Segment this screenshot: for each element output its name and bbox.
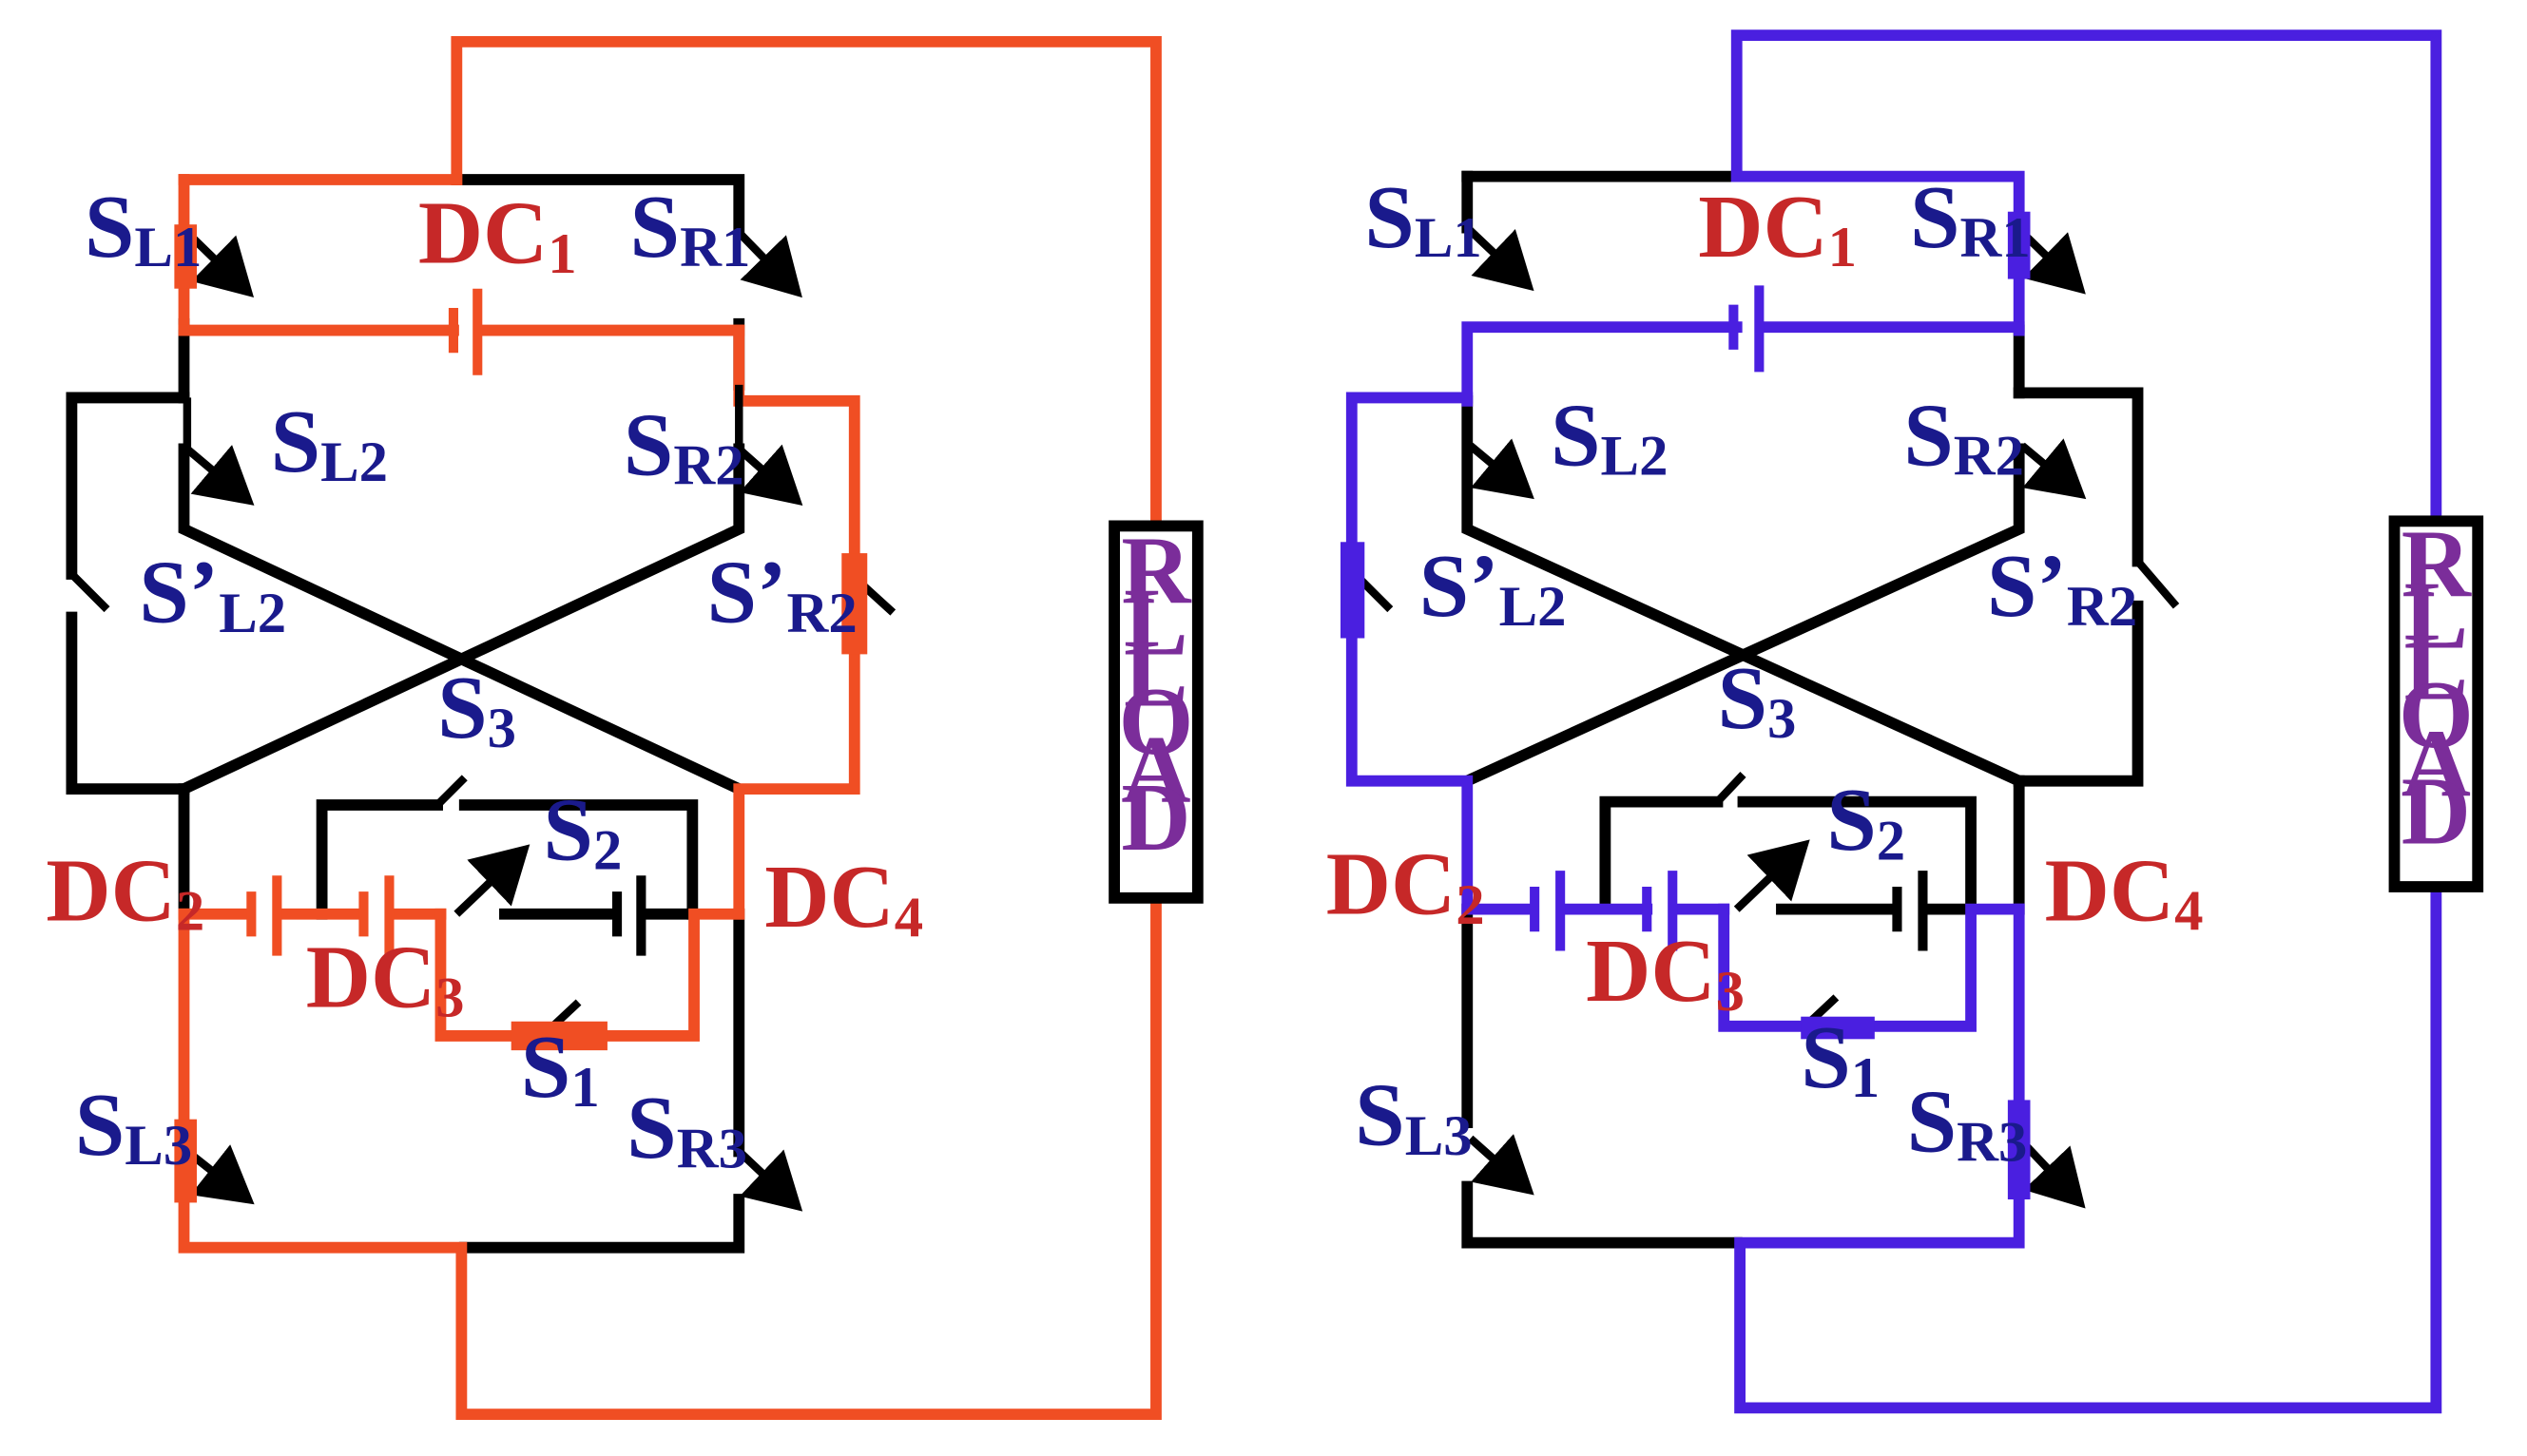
label-sr3: SR3 xyxy=(1907,1072,2028,1174)
s1-closed xyxy=(511,1021,608,1051)
right-base-wires xyxy=(1459,170,2144,1249)
svg-text:R: R xyxy=(2402,511,2472,618)
svg-text:O: O xyxy=(1119,668,1194,775)
sr2-arrow xyxy=(2019,438,2087,500)
right-dc4-source xyxy=(1892,871,1928,951)
label-spl2: S’L2 xyxy=(139,544,286,645)
s2-arrow xyxy=(453,844,530,917)
label-sr2: SR2 xyxy=(624,395,744,497)
spr2-blade xyxy=(2134,558,2180,609)
label-dc2: DC2 xyxy=(1326,835,1485,937)
svg-text:R: R xyxy=(1121,517,1191,623)
left-dc-sources xyxy=(246,288,483,956)
label-sr3: SR3 xyxy=(627,1079,747,1180)
label-dc4: DC4 xyxy=(2045,841,2204,943)
right-switches xyxy=(1352,176,2180,1209)
svg-text:L: L xyxy=(1124,568,1188,675)
label-sr2: SR2 xyxy=(1903,386,2024,488)
sr1-arrow xyxy=(736,229,802,298)
label-s3: S3 xyxy=(437,659,516,760)
label-dc4: DC4 xyxy=(764,848,923,949)
right-labels: SL1 SR1 SL2 SR2 S’L2 S’R2 S3 S2 S1 SL3 S… xyxy=(1326,168,2474,1175)
sl3-arrow xyxy=(184,1144,255,1205)
spl2-closed xyxy=(1340,542,1365,639)
svg-text:L: L xyxy=(2404,563,2469,669)
svg-text:O: O xyxy=(2399,661,2474,768)
label-sl1: SL1 xyxy=(85,178,202,279)
spr2-closed xyxy=(841,553,868,655)
s3-blade xyxy=(1714,772,1746,805)
sr1-closed xyxy=(2007,211,2031,279)
right-dc-sources xyxy=(1530,285,1765,951)
sl2-arrow xyxy=(1467,438,1534,500)
sl3-closed xyxy=(174,1119,197,1203)
sr3-arrow xyxy=(736,1148,803,1212)
label-spr2: S’R2 xyxy=(1987,537,2137,639)
label-s1: S1 xyxy=(521,1018,600,1120)
left-dc4-source xyxy=(611,875,646,956)
s2-arrow xyxy=(1733,839,1810,912)
right-circuit xyxy=(1340,29,2484,1414)
label-sl1: SL1 xyxy=(1364,168,1481,270)
sl1-arrow xyxy=(1464,224,1534,292)
label-sl3: SL3 xyxy=(1355,1066,1472,1168)
label-dc1: DC1 xyxy=(418,184,577,286)
left-labels: SL1 SR1 SL2 SR2 S’L2 S’R2 S3 S2 S1 SL3 S… xyxy=(46,178,1193,1180)
svg-text:L: L xyxy=(2404,614,2469,720)
label-dc3: DC3 xyxy=(306,929,465,1030)
sl2-arrow xyxy=(184,444,255,506)
sr3-closed xyxy=(2007,1100,2031,1200)
sr2-arrow xyxy=(736,444,803,507)
right-current-path xyxy=(1345,29,2442,1414)
left-base-wires xyxy=(66,174,747,1254)
svg-text:D: D xyxy=(1121,764,1190,871)
svg-text:A: A xyxy=(1121,717,1190,823)
s1-closed xyxy=(1801,1016,1875,1040)
label-s3: S3 xyxy=(1717,649,1796,751)
right-load-label: R L L O A D xyxy=(2399,511,2474,865)
label-s2: S2 xyxy=(1826,771,1905,872)
spl2-blade xyxy=(68,571,110,613)
label-s1: S1 xyxy=(1801,1008,1880,1110)
sr3-arrow xyxy=(2018,1139,2086,1209)
label-spl2: S’L2 xyxy=(1419,537,1567,639)
sl3-arrow xyxy=(1467,1134,1534,1196)
sr1-arrow xyxy=(2019,229,2086,295)
label-s2: S2 xyxy=(543,780,622,882)
label-spr2: S’R2 xyxy=(707,544,858,645)
sl1-closed xyxy=(174,224,197,289)
svg-text:L: L xyxy=(1124,620,1188,726)
label-sl3: SL3 xyxy=(75,1076,192,1178)
label-dc2: DC2 xyxy=(46,841,204,943)
left-rl-load xyxy=(1109,520,1204,904)
left-closed-switches xyxy=(174,224,868,1203)
label-sl2: SL2 xyxy=(271,393,388,494)
svg-text:D: D xyxy=(2402,757,2471,864)
svg-text:A: A xyxy=(2402,710,2471,816)
label-sr1: SR1 xyxy=(630,178,751,279)
right-rl-load xyxy=(2388,515,2484,892)
s3-blade xyxy=(434,775,468,808)
label-dc1: DC1 xyxy=(1698,178,1857,279)
label-sr1: SR1 xyxy=(1910,168,2031,270)
left-circuit xyxy=(66,35,1204,1421)
label-sl2: SL2 xyxy=(1551,386,1668,488)
right-closed-switches xyxy=(1340,211,2031,1200)
sl1-arrow xyxy=(183,229,255,297)
left-load-label: R L L O A D xyxy=(1119,517,1194,871)
label-dc3: DC3 xyxy=(1586,922,1745,1024)
